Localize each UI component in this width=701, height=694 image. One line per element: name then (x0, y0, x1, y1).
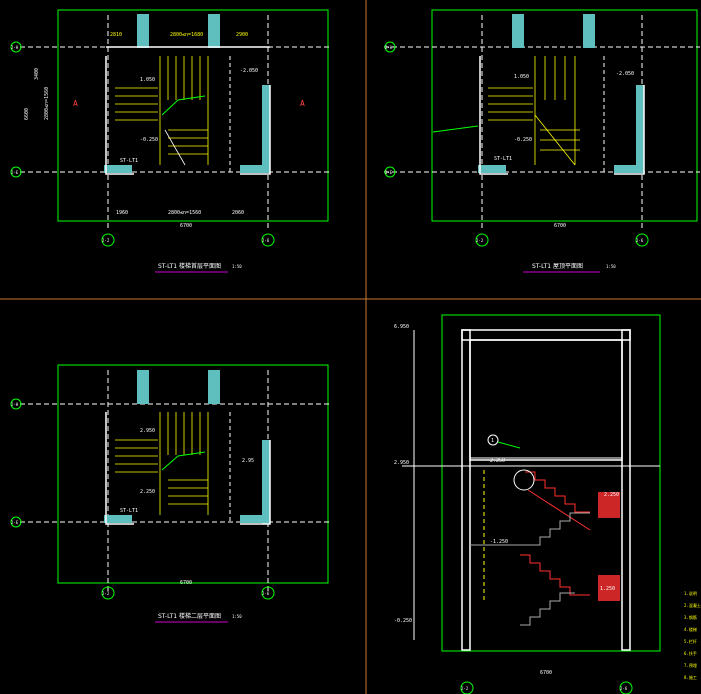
plan3-axis-left-label: 2-2 (102, 591, 110, 596)
note-4: 4.楼梯 (684, 626, 697, 632)
plan3-level-2: 2.95 (242, 458, 254, 464)
plan2-axis-top-label: 2-H (385, 45, 393, 50)
section-detail-no: 1 (491, 438, 494, 444)
plan1-dim-bottom-2: 2800≤n=1560 (168, 210, 201, 216)
plan2-level-1: 1.050 (514, 74, 529, 80)
plan2-level-2: -2.050 (616, 71, 634, 77)
section-level-top: 6.950 (394, 324, 409, 330)
plan2-axis-bubble-top: 2-H (384, 41, 396, 53)
plan3-axis-bubble-left: 2-2 (101, 586, 115, 600)
plan2-title: ST-LT1 屋顶平面图 (532, 263, 583, 270)
plan2-axis-bottom-label: 2-E (385, 170, 393, 175)
plan2-axis-left-label: 2-2 (476, 238, 484, 243)
plan1-scale: 1:50 (232, 264, 242, 269)
plan1-axis-left-label: 2-2 (102, 238, 110, 243)
section-axis-left-label: 2-2 (461, 686, 469, 691)
plan-first-floor: 2810 2800≤n=1680 2900 1960 2800≤n=1560 2… (10, 9, 330, 273)
section-level-right-1: 2.250 (604, 492, 619, 498)
plan1-dim-top-1: 2810 (110, 32, 122, 38)
plan2-axis-bubble-left: 2-2 (475, 233, 489, 247)
plan2-axis-bubble-bottom: 2-E (384, 166, 396, 178)
section-a-a: 6.950 2.950 -0.250 2.250 -1.250 2.250 1.… (394, 314, 701, 694)
plan3-title: ST-LT1 楼梯二层平面图 (158, 612, 221, 620)
plan1-dim-top-3: 2900 (236, 32, 248, 38)
plan3-axis-bubble-top: 2-H (10, 398, 22, 410)
section-level-low: -0.250 (394, 618, 412, 624)
plan-second-floor: 2.950 2.95 2.250 ST-LT1 6700 2-H 2-E 2-2… (10, 364, 330, 623)
note-1: 1.说明 (684, 590, 697, 596)
note-3: 3.钢筋 (684, 614, 697, 620)
plan1-dim-bottom-1: 1960 (116, 210, 128, 216)
section-detail-bubble: 1 (487, 434, 521, 449)
plan3-axis-right-label: 2-6 (262, 591, 270, 596)
plan3-level-3: 2.250 (140, 489, 155, 495)
section-level-landing-2: -1.250 (490, 539, 508, 545)
plan1-dim-left-1: 3400 (34, 68, 40, 80)
plan1-axis-bubble-bottom: 2-E (10, 166, 22, 178)
plan1-dim-bottom-3: 2060 (232, 210, 244, 216)
plan3-stair-tag: ST-LT1 (120, 508, 138, 514)
note-2: 2.混凝土 (684, 602, 701, 608)
plan2-dim-total: 6700 (554, 223, 566, 229)
plan3-level-1: 2.950 (140, 428, 155, 434)
plan2-axis-right-label: 2-6 (636, 238, 644, 243)
plan2-level-3: -0.250 (514, 137, 532, 143)
note-5: 5.栏杆 (684, 638, 697, 644)
section-level-landing-1: 2.250 (490, 458, 505, 464)
plan3-axis-bottom-label: 2-E (11, 520, 19, 525)
plan1-section-mark-right: A (300, 99, 305, 108)
section-notes: 1.说明 2.混凝土 3.钢筋 4.楼梯 5.栏杆 6.扶手 7.预埋 8.施工 (684, 590, 701, 680)
plan1-level-1: 1.050 (140, 77, 155, 83)
plan-roof: 1.050 -2.050 -0.250 ST-LT1 6700 2-H 2-E … (384, 9, 700, 273)
note-8: 8.施工 (684, 674, 697, 680)
plan1-axis-bottom-label: 2-E (11, 170, 19, 175)
plan1-dim-top-2: 2800≤n=1680 (170, 32, 203, 38)
plan1-dim-left-2: 2800≤n=1560 (44, 87, 50, 120)
plan1-axis-bubble-top: 2-H (10, 41, 22, 53)
plan2-scale: 1:50 (606, 264, 616, 269)
plan2-axis-bubble-right: 2-6 (635, 233, 649, 247)
section-dim-total: 6700 (540, 670, 552, 676)
plan1-axis-top-label: 2-H (11, 45, 19, 50)
section-axis-bubble-right: 2-6 (619, 681, 633, 694)
plan1-axis-right-label: 2-6 (262, 238, 270, 243)
section-level-right-2: 1.250 (600, 586, 615, 592)
section-axis-bubble-left: 2-2 (460, 681, 474, 694)
note-6: 6.扶手 (684, 650, 697, 656)
plan1-dim-left-total: 6600 (24, 108, 30, 120)
plan1-axis-bubble-left: 2-2 (101, 233, 115, 247)
plan3-scale: 1:50 (232, 614, 242, 619)
plan2-stair-tag: ST-LT1 (494, 156, 512, 162)
plan3-axis-bubble-right: 2-6 (261, 586, 275, 600)
plan1-level-3: -0.250 (140, 137, 158, 143)
plan3-dim-total: 6700 (180, 580, 192, 586)
plan3-axis-bubble-bottom: 2-E (10, 516, 22, 528)
section-axis-right-label: 2-6 (620, 686, 628, 691)
plan1-level-2: -2.050 (240, 68, 258, 74)
plan1-title: ST-LT1 楼梯首层平面图 (158, 262, 221, 270)
plan1-section-mark-left: A (73, 99, 78, 108)
plan1-dim-total: 6700 (180, 223, 192, 229)
plan1-axis-bubble-right: 2-6 (261, 233, 275, 247)
plan1-stair-tag: ST-LT1 (120, 158, 138, 164)
section-level-mid: 2.950 (394, 460, 409, 466)
plan3-axis-top-label: 2-H (11, 402, 19, 407)
note-7: 7.预埋 (684, 662, 697, 668)
